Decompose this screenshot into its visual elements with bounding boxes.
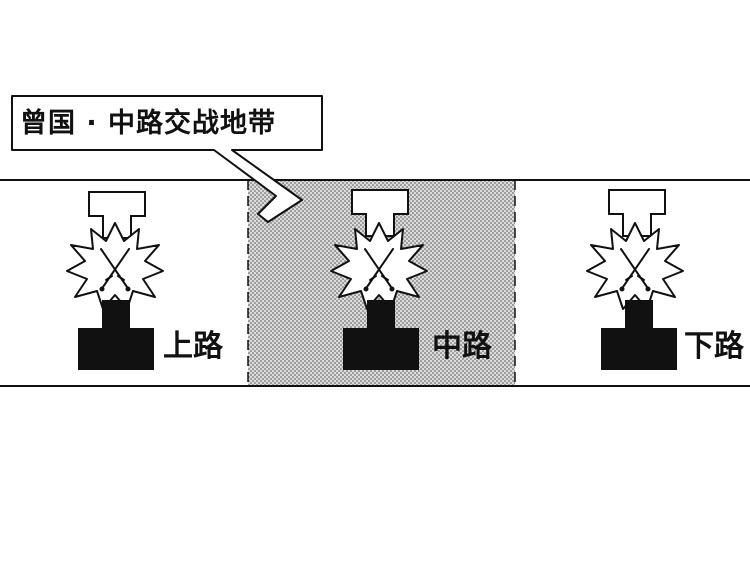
own-tower-icon xyxy=(601,300,677,370)
bottom-lane xyxy=(586,189,684,370)
top-lane xyxy=(66,191,164,370)
lane-label-bottom: 下路 xyxy=(684,329,744,364)
crossed-swords-burst-icon xyxy=(586,222,684,310)
lane-label-top: 上路 xyxy=(163,329,223,364)
callout-title: 曾国 · 中路交战地带 xyxy=(20,108,277,139)
lane-label-middle: 中路 xyxy=(432,329,492,364)
own-tower-icon xyxy=(78,300,154,370)
crossed-swords-burst-icon xyxy=(66,222,164,310)
callout-bubble xyxy=(11,95,323,223)
